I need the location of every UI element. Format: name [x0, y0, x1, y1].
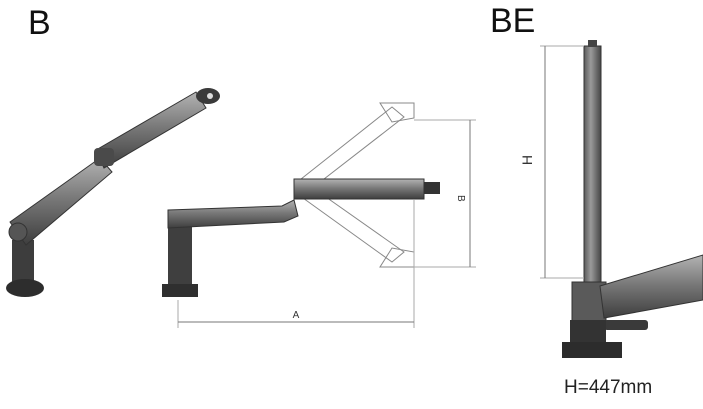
dimension-a-label: A: [293, 310, 300, 321]
arm-3d-column: [12, 240, 34, 284]
arm-3d-end-hole: [207, 93, 213, 99]
pole-cap: [588, 40, 597, 47]
pole-lower-block: [570, 320, 606, 342]
pole-arm: [599, 254, 703, 319]
pole-shaft: [583, 45, 602, 287]
side-lower-arm: [167, 199, 299, 229]
side-base: [162, 284, 198, 297]
pole-base: [562, 342, 622, 358]
dimension-b-label: B: [455, 195, 466, 202]
arm-3d-illustration: [6, 88, 220, 297]
pole-illustration: H: [519, 40, 703, 358]
clamp-handle: [604, 320, 648, 330]
ghost-end-raised: [379, 102, 415, 123]
arm-3d-lower-joint: [8, 222, 28, 242]
model-be-label: BE: [490, 2, 536, 40]
height-value-label: H=447mm: [564, 377, 653, 398]
arm-side-view: A B: [162, 102, 476, 328]
side-upper-arm: [293, 178, 425, 200]
arm-3d-base: [6, 279, 44, 297]
side-end-mount: [424, 182, 440, 194]
model-b-label: B: [28, 4, 51, 42]
arm-3d-elbow-joint: [94, 148, 114, 166]
dimension-h-label: H: [519, 155, 535, 165]
